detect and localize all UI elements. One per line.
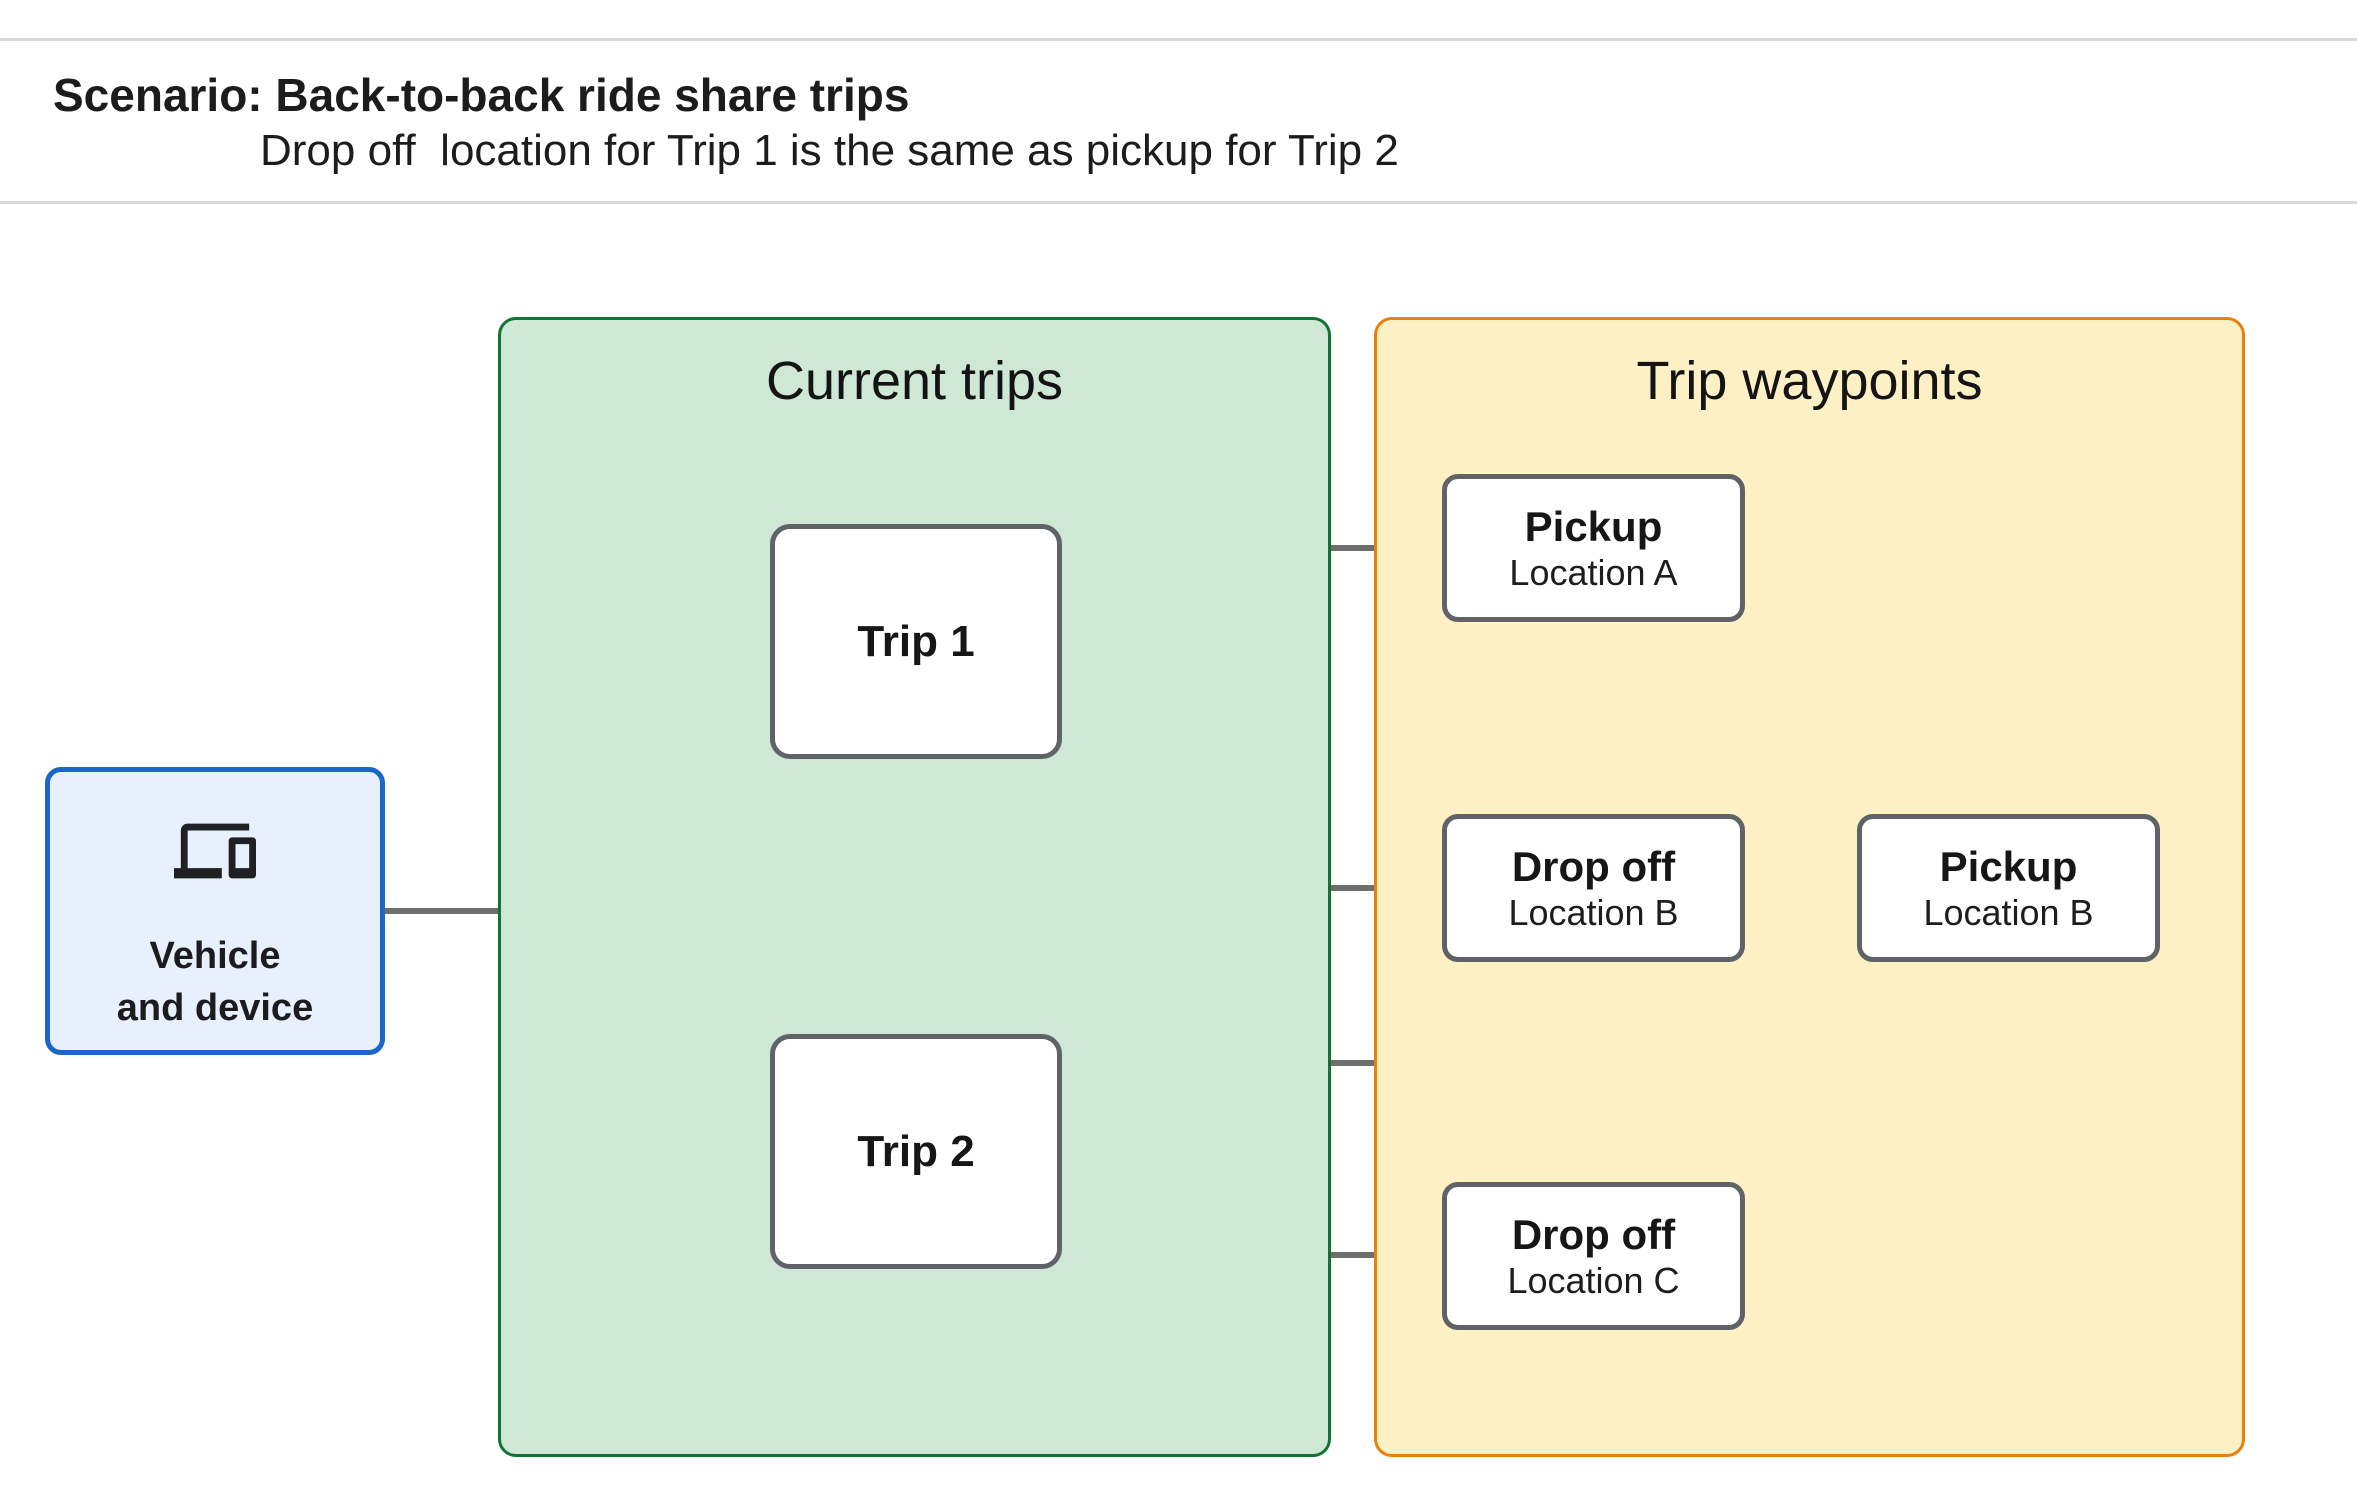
connector-to-dropoff-location-b	[1253, 885, 1444, 891]
group-current-trips-title: Current trips	[765, 351, 1064, 411]
group-current-trips: Current trips	[498, 317, 1331, 1457]
node-trip-1: Trip 1	[770, 524, 1062, 759]
vehicle-and-device-label: Vehicle and device	[50, 930, 380, 1034]
pickup-location-a-subtitle: Location A	[1509, 552, 1678, 593]
connector-to-dropoff-location-c	[1253, 1252, 1444, 1258]
dropoff-location-c-title: Drop off	[1511, 1211, 1676, 1258]
node-dropoff-location-b: Drop off Location B	[1442, 814, 1745, 962]
connector-vehicle-to-junction	[385, 908, 565, 914]
node-vehicle-and-device: Vehicle and device	[45, 767, 385, 1055]
connector-to-pickup-location-a	[1253, 545, 1444, 551]
laptop-and-phone-devices-icon	[174, 810, 256, 897]
trip-1-label: Trip 1	[857, 616, 975, 666]
group-trip-waypoints-title: Trip waypoints	[1636, 351, 1983, 411]
node-pickup-location-a: Pickup Location A	[1442, 474, 1745, 622]
dropoff-location-c-subtitle: Location C	[1507, 1260, 1680, 1301]
dropoff-location-b-title: Drop off	[1511, 843, 1676, 890]
node-pickup-location-b: Pickup Location B	[1857, 814, 2160, 962]
pickup-location-b-subtitle: Location B	[1923, 892, 2094, 933]
trip-2-label: Trip 2	[857, 1126, 975, 1176]
node-trip-2: Trip 2	[770, 1034, 1062, 1269]
pickup-location-b-title: Pickup	[1939, 843, 2078, 890]
node-dropoff-location-c: Drop off Location C	[1442, 1182, 1745, 1330]
header-divider	[0, 201, 2357, 204]
dropoff-location-b-subtitle: Location B	[1508, 892, 1679, 933]
page-subtitle: Drop off location for Trip 1 is the same…	[260, 126, 1399, 175]
vehicle-label-line2: and device	[116, 987, 314, 1029]
top-divider	[0, 38, 2357, 41]
pickup-location-a-title: Pickup	[1524, 503, 1663, 550]
page-title: Scenario: Back-to-back ride share trips	[53, 69, 910, 121]
vehicle-label-line1: Vehicle	[149, 935, 281, 977]
